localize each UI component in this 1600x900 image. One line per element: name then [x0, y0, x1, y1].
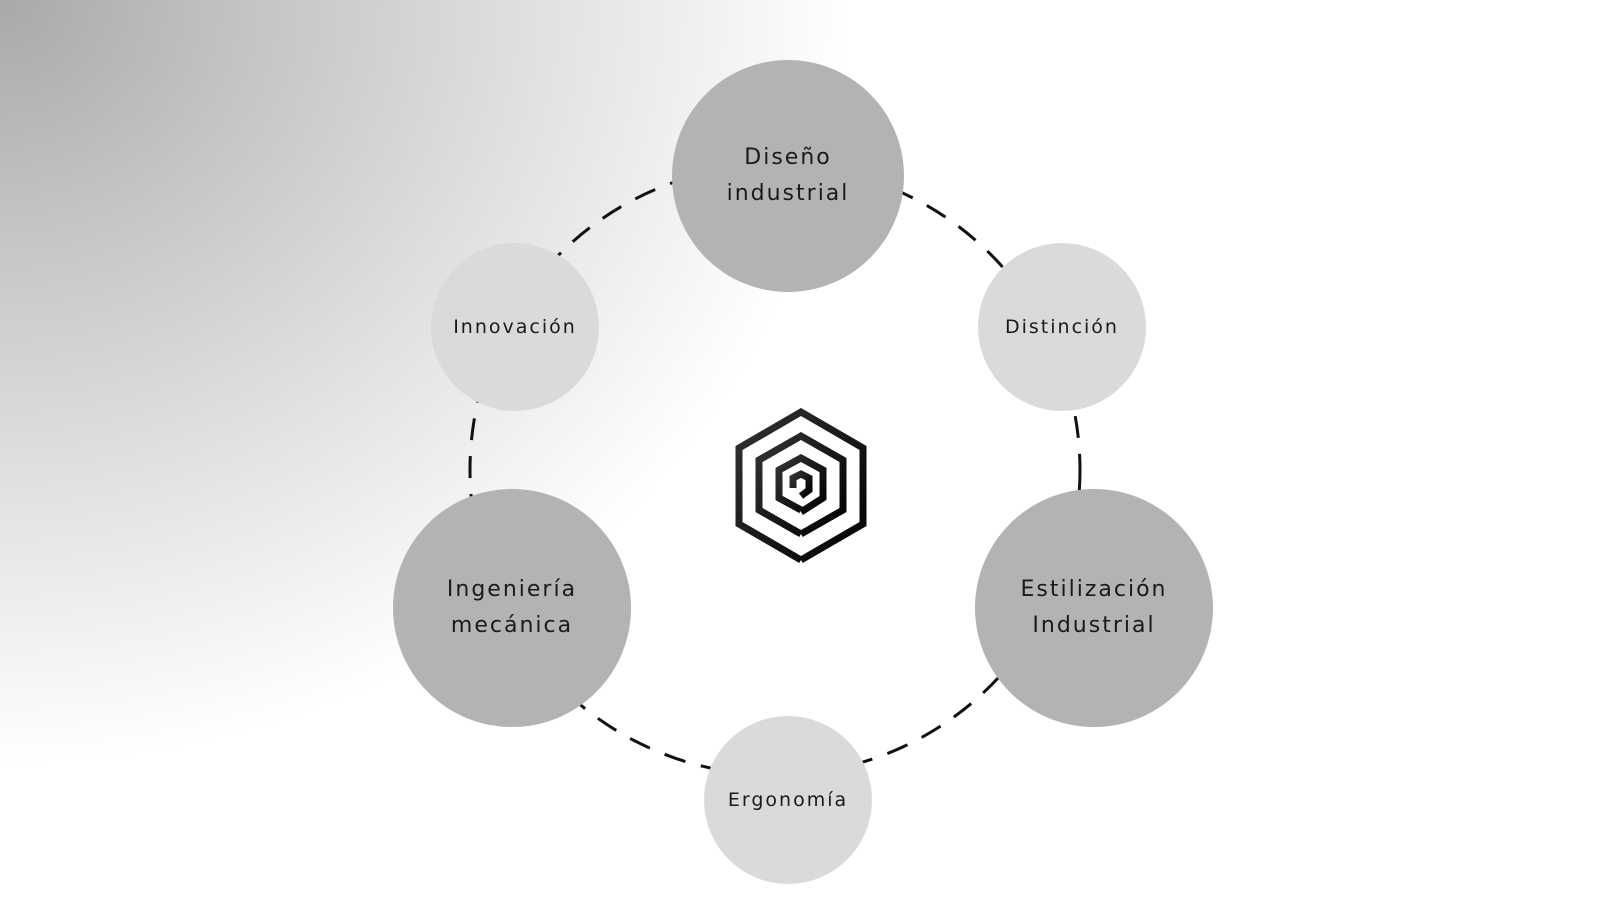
node-label-line: Estilización	[1020, 577, 1168, 602]
node-diseno-industrial: Diseño industrial	[672, 60, 904, 292]
node-label-line: industrial	[726, 181, 850, 206]
dashed-connector	[468, 163, 1082, 777]
node-ergonomia: Ergonomía	[704, 716, 872, 884]
node-label-line: Innovación	[453, 316, 577, 338]
node-label-line: Industrial	[1032, 613, 1156, 638]
node-label-line: mecánica	[450, 613, 574, 638]
node-innovacion: Innovación	[431, 243, 599, 411]
node-label-line: Distinción	[1005, 316, 1119, 338]
node-distincion: Distinción	[978, 243, 1146, 411]
node-label-line: Ingeniería	[446, 577, 578, 602]
node-label-line: Ergonomía	[727, 789, 849, 811]
node-estilizacion-industrial: Estilización Industrial	[975, 489, 1213, 727]
node-ingenieria-mecanica: Ingeniería mecánica	[393, 489, 631, 727]
hexagon-spiral-logo-icon	[735, 408, 867, 564]
node-label-line: Diseño	[744, 145, 832, 170]
